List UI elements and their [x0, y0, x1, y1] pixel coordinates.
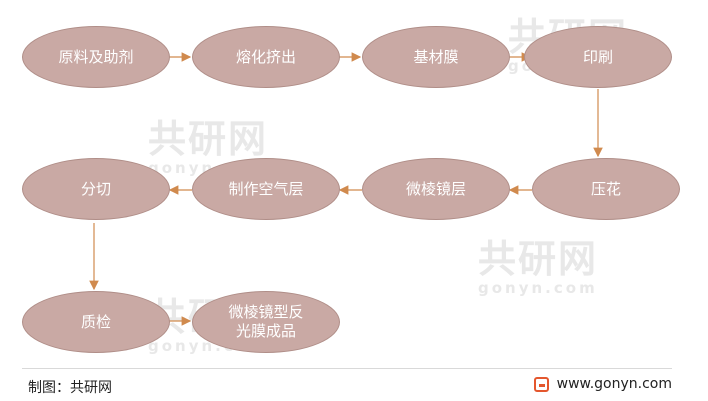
- process-node-melt-extrusion: 熔化挤出: [192, 26, 340, 88]
- node-label: 原料及助剂: [58, 47, 134, 66]
- node-label: 质检: [80, 312, 111, 331]
- node-label: 印刷: [582, 47, 613, 66]
- node-label: 微棱镜层: [405, 179, 466, 198]
- node-label: 压花: [590, 179, 621, 198]
- footer-divider: [22, 368, 672, 369]
- process-node-finished-product: 微棱镜型反光膜成品: [192, 291, 340, 353]
- node-label: 微棱镜型反光膜成品: [228, 303, 304, 340]
- process-node-air-layer: 制作空气层: [192, 158, 340, 220]
- node-label: 基材膜: [413, 47, 459, 66]
- watermark-brand: 共研网: [148, 117, 269, 161]
- watermark: 共研网 gonyn.com: [478, 228, 598, 297]
- footer-website-text: www.gonyn.com: [556, 376, 672, 392]
- node-label: 熔化挤出: [235, 47, 296, 66]
- process-node-embossing: 压花: [532, 158, 680, 220]
- process-node-inspection: 质检: [22, 291, 170, 353]
- footer-website: www.gonyn.com: [533, 376, 672, 392]
- watermark-domain: gonyn.com: [478, 279, 598, 297]
- node-label: 分切: [80, 179, 111, 198]
- process-node-slitting: 分切: [22, 158, 170, 220]
- footer-source: 制图：共研网: [28, 380, 112, 396]
- node-label: 制作空气层: [228, 179, 304, 198]
- process-node-microprism-layer: 微棱镜层: [362, 158, 510, 220]
- process-node-printing: 印刷: [524, 26, 672, 88]
- gonyn-logo-icon: [533, 376, 549, 392]
- process-node-raw-materials: 原料及助剂: [22, 26, 170, 88]
- process-node-base-film: 基材膜: [362, 26, 510, 88]
- watermark-brand: 共研网: [478, 237, 599, 281]
